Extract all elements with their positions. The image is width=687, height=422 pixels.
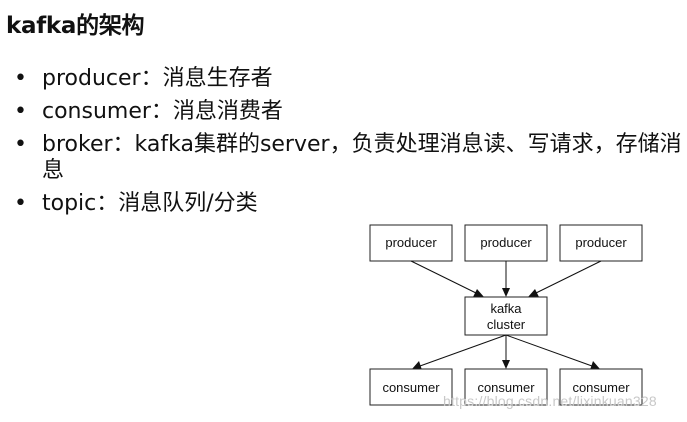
bullet-dot-icon: •: [14, 132, 27, 157]
producer-node: producer: [559, 224, 643, 262]
bullet-dot-icon: •: [14, 99, 27, 124]
bullet-item-topic: • topic：消息队列/分类: [14, 191, 682, 217]
watermark-text: https://blog.csdn.net/lixinkuan328: [443, 393, 657, 409]
consumer-node-label: consumer: [477, 380, 535, 395]
kafka-cluster-label-line2: cluster: [487, 317, 526, 332]
bullet-dot-icon: •: [14, 66, 27, 91]
bullet-item-producer: • producer：消息生存者: [14, 66, 682, 92]
arrow-producer-to-broker: [410, 260, 484, 297]
consumer-node-label: consumer: [572, 380, 630, 395]
consumer-node: consumer: [464, 368, 548, 406]
arrow-broker-to-consumer: [502, 335, 510, 369]
arrow-producer-to-broker: [502, 261, 510, 297]
kafka-cluster-node: kafka cluster: [464, 296, 548, 336]
bullet-item-consumer: • consumer：消息消费者: [14, 99, 682, 125]
bullet-text: producer：消息生存者: [42, 66, 273, 91]
kafka-cluster-label-line1: kafka: [490, 301, 522, 316]
producer-node: producer: [369, 224, 453, 262]
arrow-producer-to-broker: [528, 260, 602, 297]
bullet-list: • producer：消息生存者 • consumer：消息消费者 • brok…: [14, 66, 682, 224]
producer-node-label: producer: [575, 235, 627, 250]
bullet-text: topic：消息队列/分类: [42, 191, 258, 216]
bullet-text: consumer：消息消费者: [42, 99, 283, 124]
bullet-item-broker: • broker：kafka集群的server，负责处理消息读、写请求，存储消息: [14, 132, 682, 184]
producer-node-label: producer: [480, 235, 532, 250]
arrow-broker-to-consumer: [505, 334, 600, 370]
arrow-broker-to-consumer: [412, 334, 507, 370]
bullet-dot-icon: •: [14, 191, 27, 216]
bullet-text: broker：kafka集群的server，负责处理消息读、写请求，存储消息: [42, 132, 682, 183]
producer-node: producer: [464, 224, 548, 262]
kafka-architecture-diagram: producer producer producer kafka cluster: [369, 224, 643, 406]
consumer-node: consumer: [559, 368, 643, 406]
consumer-node-label: consumer: [382, 380, 440, 395]
producer-node-label: producer: [385, 235, 437, 250]
page-title: kafka的架构: [6, 13, 145, 39]
consumer-node: consumer: [369, 368, 453, 406]
